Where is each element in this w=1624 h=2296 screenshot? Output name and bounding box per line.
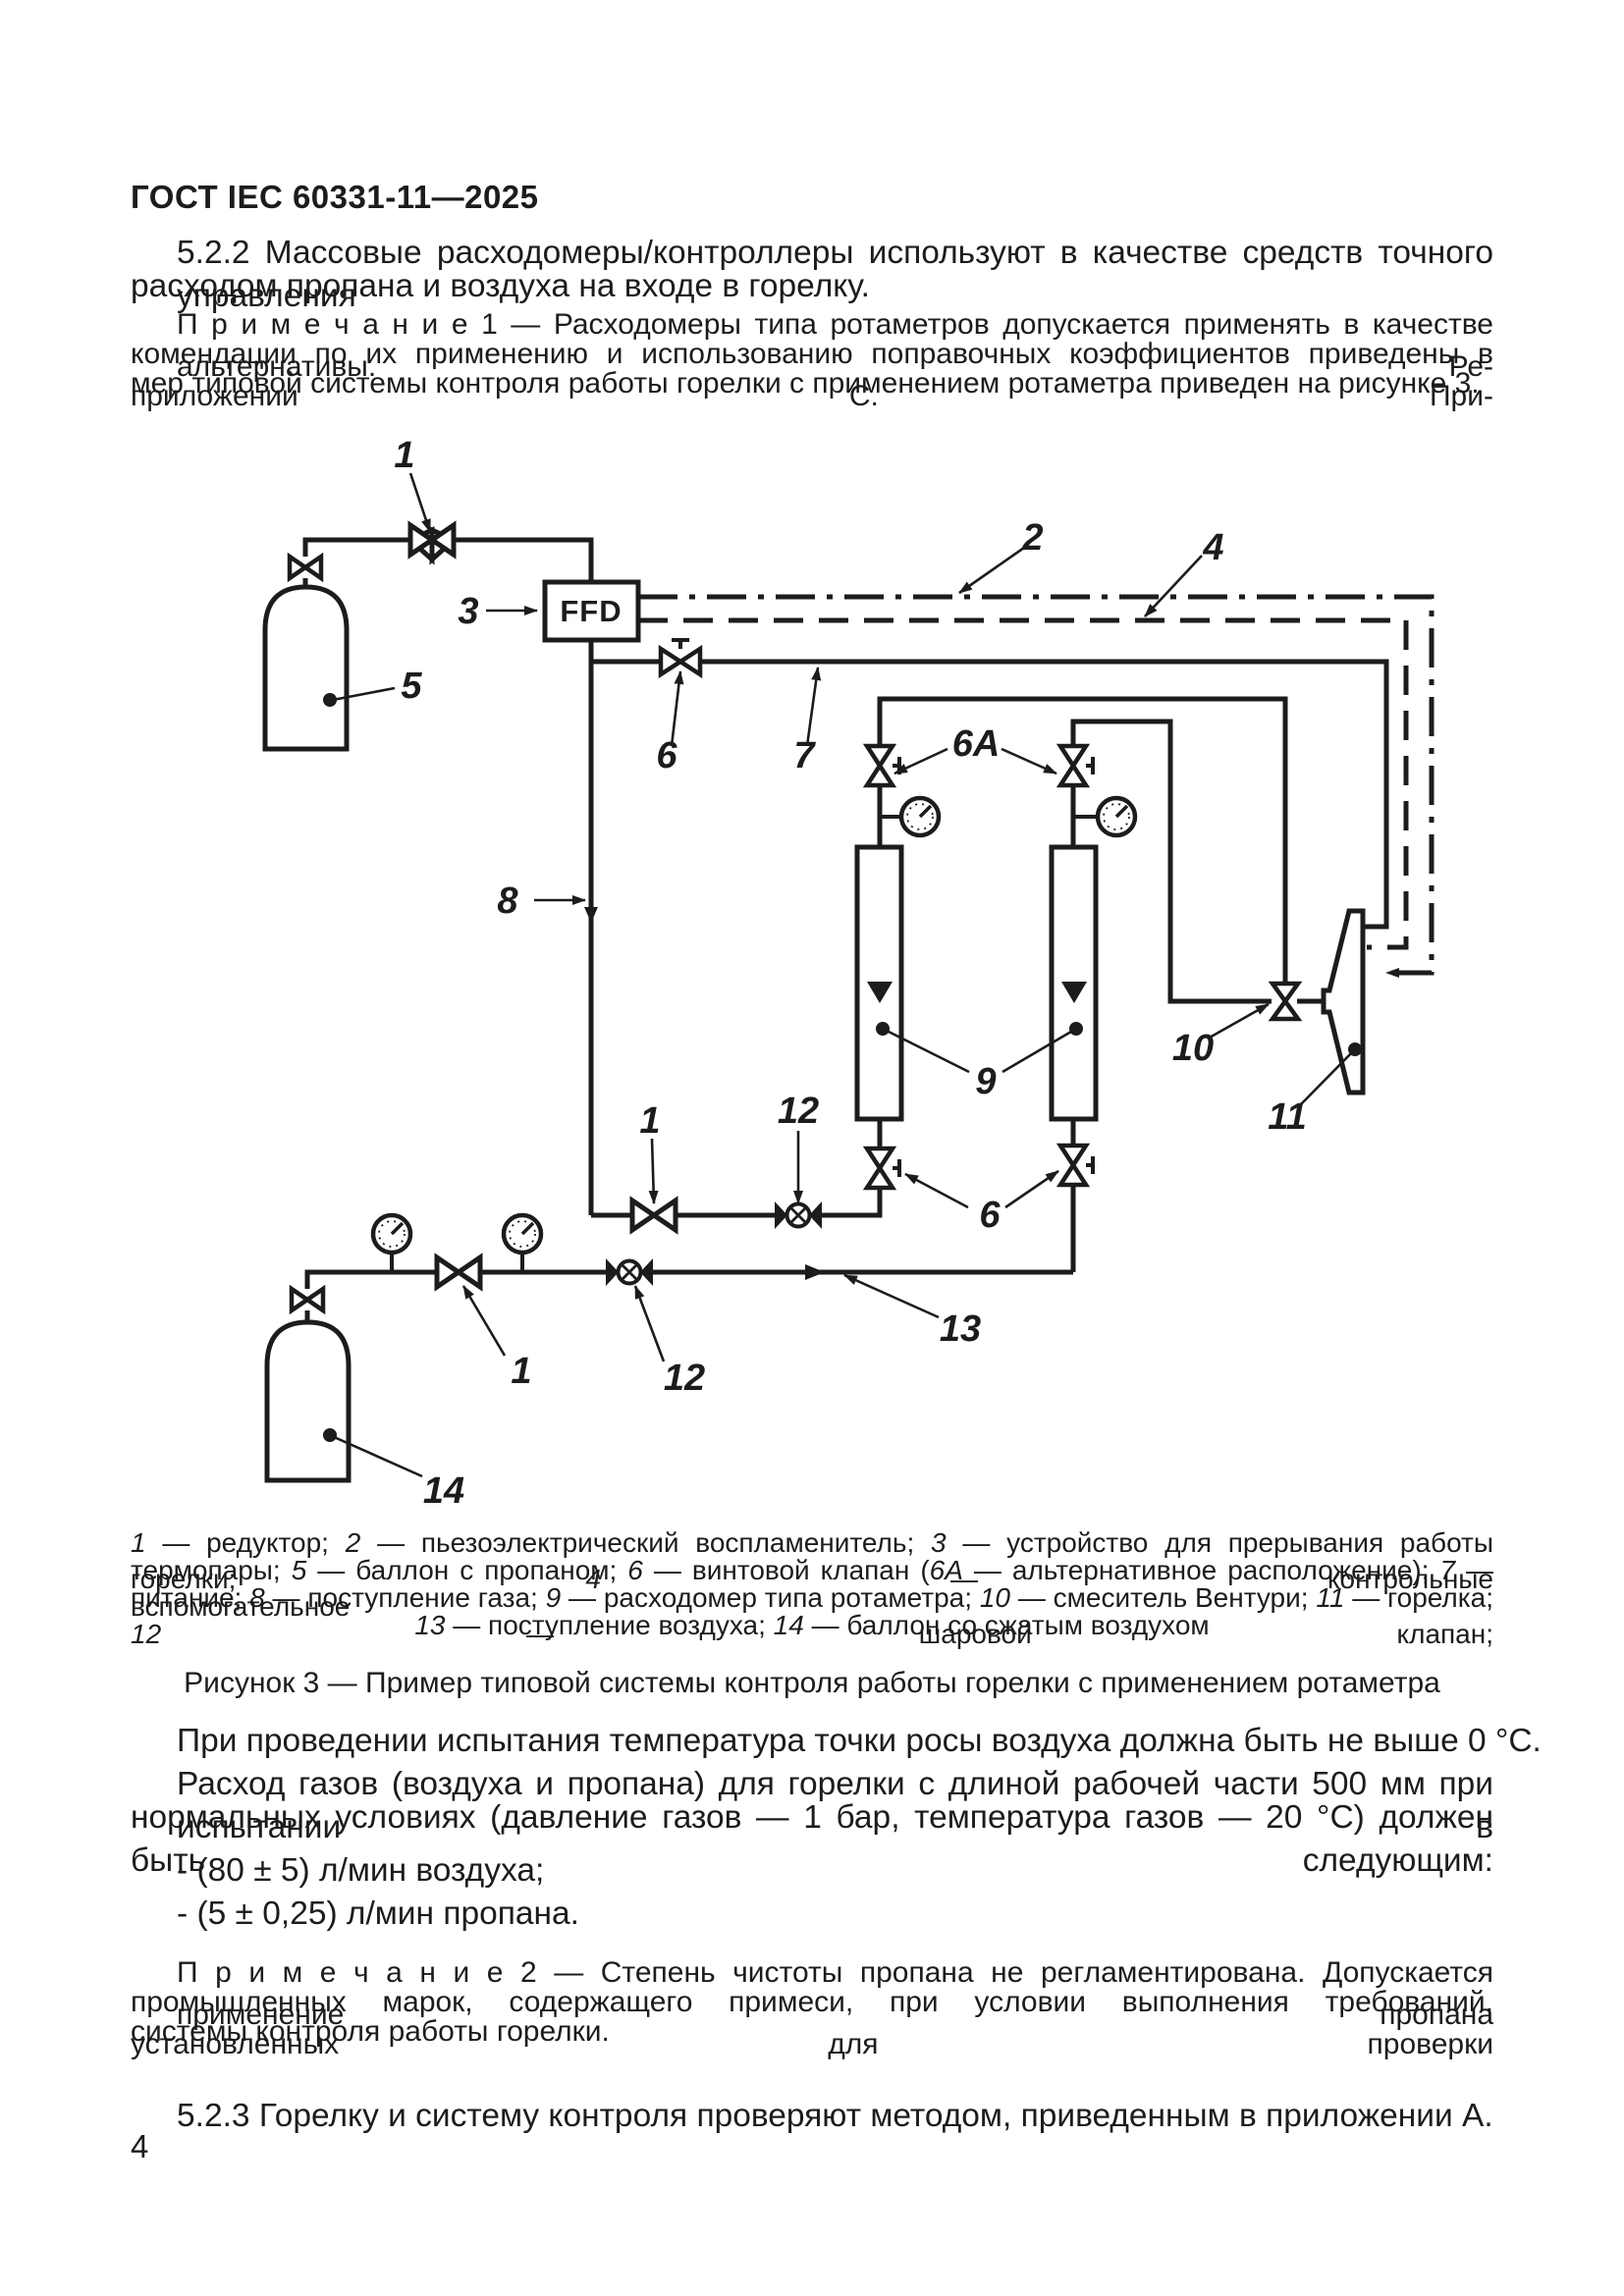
text-line: 1 — редуктор; 2 — пьезоэлектрический вос… <box>131 1527 1493 1594</box>
valve-1-top-icon <box>407 520 457 560</box>
rotameter-float-icon <box>867 982 893 1003</box>
page-header: ГОСТ IEC 60331-11—2025 <box>131 179 539 215</box>
gas-rotameter-circuit <box>854 696 1288 1215</box>
label-1: 1 <box>639 1100 660 1142</box>
text-line: 13 — поступление воздуха; 14 — баллон со… <box>414 1610 1210 1640</box>
flow-arrow-icon <box>805 1264 825 1280</box>
page-number: 4 <box>131 2128 149 2164</box>
label-4: 4 <box>1202 527 1223 568</box>
aux-power-line <box>591 638 1389 930</box>
propane-cylinder <box>262 584 350 752</box>
air-rotameter-circuit <box>1049 719 1272 1272</box>
label-6: 6 <box>979 1195 1001 1236</box>
igniter-line <box>638 594 1435 978</box>
text-line: комендации по их применению и использова… <box>131 338 1493 412</box>
label-6a: 6А <box>952 723 1001 765</box>
paragraph-dew-point: При проведении испытания температура точ… <box>177 1723 1542 1759</box>
burner <box>1321 908 1366 1095</box>
cylinder-valve-icon <box>289 1284 326 1315</box>
valve-6-gas-icon <box>862 1146 897 1191</box>
screw-valve-6-icon <box>658 644 703 679</box>
text-line: 5.2.2 Массовые расходомеры/контроллеры и… <box>177 235 1493 314</box>
label-1: 1 <box>394 435 414 476</box>
air-supply-group <box>264 1212 1073 1483</box>
gas-bottom-line <box>591 1188 883 1235</box>
label-10: 10 <box>1172 1028 1214 1069</box>
paragraph-gas-flow: Расход газов (воздуха и пропана) для гор… <box>131 1763 1493 1879</box>
text-line: питание; 8 — поступление газа; 9 — расхо… <box>131 1582 1493 1649</box>
valve-6a-right-icon <box>1056 743 1091 788</box>
label-14: 14 <box>423 1470 464 1512</box>
text-line: П р и м е ч а н и е 2 — Степень чистоты … <box>177 1956 1493 2031</box>
label-7: 7 <box>793 735 816 776</box>
text-line: промышленных марок, содержащего примеси,… <box>131 1986 1493 2060</box>
label-11: 11 <box>1268 1096 1306 1138</box>
list-item-air: - (80 ± 5) л/мин воздуха; <box>177 1852 545 1889</box>
ffd-label: FFD <box>560 594 622 628</box>
valve-1-air-icon <box>434 1253 483 1292</box>
figure-3-diagram: FFD <box>262 435 1435 1512</box>
label-5: 5 <box>401 666 422 707</box>
label-6: 6 <box>656 735 677 776</box>
venturi-mixer <box>1268 981 1324 1022</box>
cylinder-valve-icon <box>287 552 324 583</box>
figure-legend: 1 — редуктор; 2 — пьезоэлектрический вос… <box>131 1524 1494 1649</box>
label-12: 12 <box>778 1091 819 1132</box>
text-line: П р и м е ч а н и е 1 — Расходомеры типа… <box>177 308 1493 383</box>
flow-arrow-icon <box>584 907 598 923</box>
label-1: 1 <box>511 1351 531 1392</box>
air-cylinder <box>264 1319 352 1483</box>
note-1: П р и м е ч а н и е 1 — Расходомеры типа… <box>131 303 1493 412</box>
rotameter-float-icon <box>1061 982 1087 1003</box>
text-line: мер типовой системы контроля работы горе… <box>131 367 1480 400</box>
text-line: термопары; 5 — баллон с пропаном; 6 — ви… <box>131 1555 1494 1622</box>
ffd-device: FFD <box>542 579 641 643</box>
figure-caption: Рисунок 3 — Пример типовой системы контр… <box>184 1667 1440 1699</box>
propane-cylinder-group <box>262 526 594 752</box>
label-3: 3 <box>458 591 478 632</box>
thermocouple-line <box>638 617 1409 950</box>
text-line: Расход газов (воздуха и пропана) для гор… <box>177 1766 1493 1845</box>
valve-6-air-icon <box>1056 1143 1091 1188</box>
label-12: 12 <box>664 1358 705 1399</box>
label-13: 13 <box>940 1308 981 1350</box>
label-8: 8 <box>497 881 518 922</box>
paragraph-5-2-3: 5.2.3 Горелку и систему контроля проверя… <box>177 2098 1493 2134</box>
valve-6a-left-icon <box>862 743 897 788</box>
text-line: нормальных условиях (давление газов — 1 … <box>131 1798 1493 1879</box>
mixer-icon <box>1268 981 1303 1022</box>
text-line: расходом пропана и воздуха на входе в го… <box>131 267 870 304</box>
valve-1-gas-icon <box>629 1196 678 1235</box>
text-line: системы контроля работы горелки. <box>131 2015 610 2048</box>
label-9: 9 <box>975 1061 996 1102</box>
label-2: 2 <box>1021 517 1043 559</box>
paragraph-5-2-2: 5.2.2 Массовые расходомеры/контроллеры и… <box>131 232 1493 314</box>
list-item-propane: - (5 ± 0,25) л/мин пропана. <box>177 1896 579 1932</box>
note-2: П р и м е ч а н и е 2 — Степень чистоты … <box>131 1951 1493 2060</box>
